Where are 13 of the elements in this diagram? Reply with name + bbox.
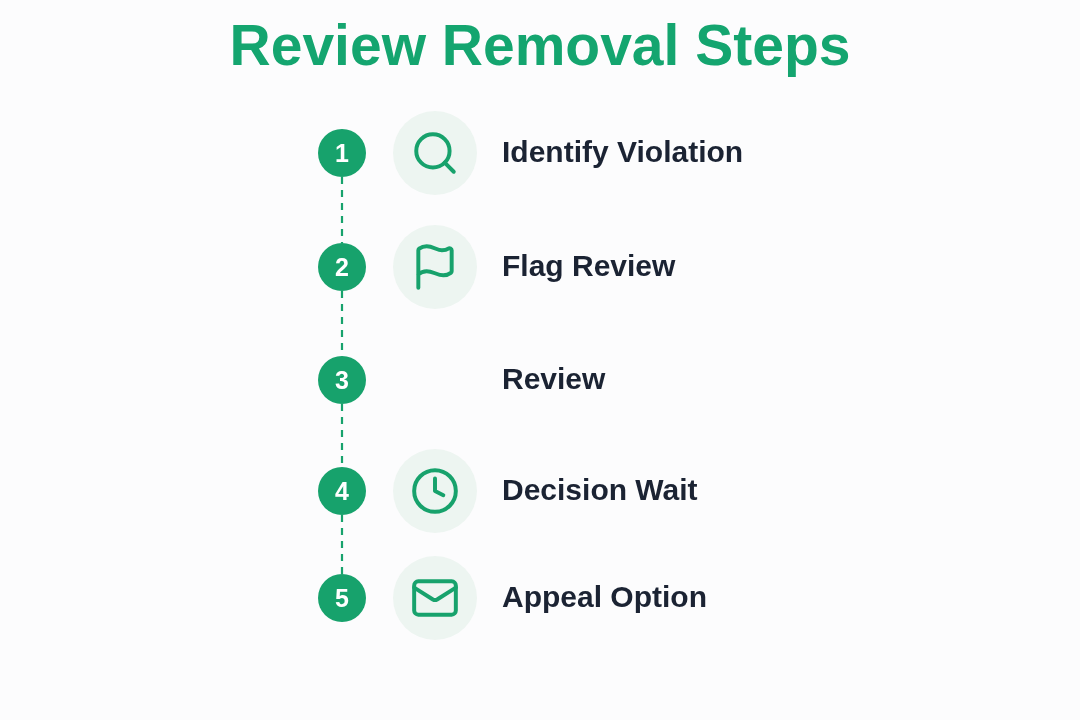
step-number: 3 bbox=[318, 356, 366, 404]
diagram-title: Review Removal Steps bbox=[229, 12, 851, 78]
dashed-connector bbox=[340, 515, 344, 574]
dashed-connector bbox=[340, 177, 344, 243]
step-number: 2 bbox=[318, 243, 366, 291]
step-title: Review bbox=[502, 361, 606, 397]
step-title: Identify Violation bbox=[502, 134, 744, 170]
step-number: 4 bbox=[318, 467, 366, 515]
step-title: Appeal Option bbox=[502, 579, 707, 615]
step-number: 5 bbox=[318, 574, 366, 622]
step-number: 1 bbox=[318, 129, 366, 177]
step-title: Decision Wait bbox=[502, 472, 698, 508]
step-title: Flag Review bbox=[502, 248, 676, 284]
